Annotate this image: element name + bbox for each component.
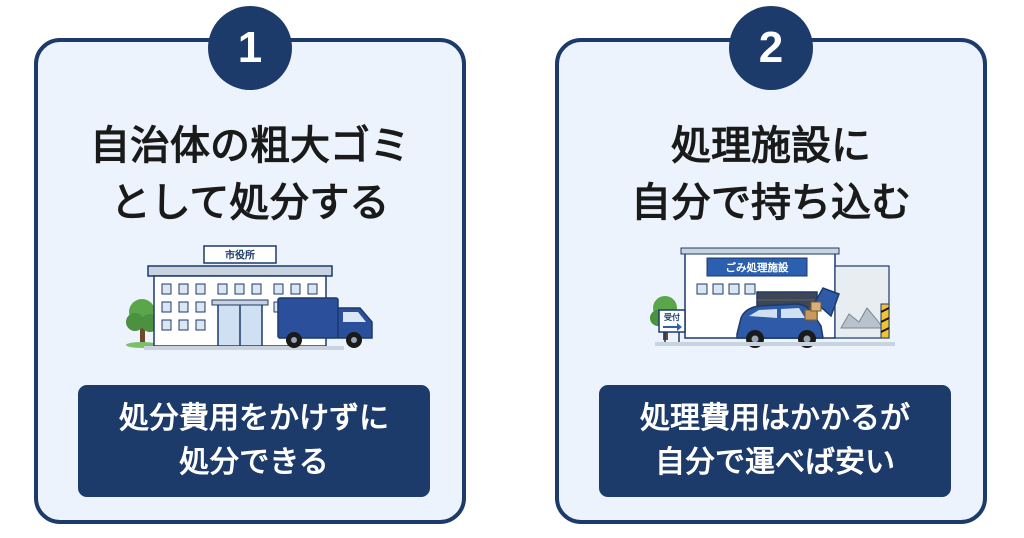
card-title: 処理施設に 自分で持ち込む bbox=[559, 118, 983, 232]
reception-sign-icon: 受付 bbox=[658, 309, 686, 342]
city-hall-truck-illustration: 市役所 bbox=[126, 245, 373, 350]
caption-box: 処分費用をかけずに 処分できる bbox=[78, 385, 430, 497]
reception-label: 受付 bbox=[664, 312, 680, 322]
city-hall-building-icon: 市役所 bbox=[144, 245, 344, 350]
caption-box: 処理費用はかかるが 自分で運べば安い bbox=[599, 385, 951, 497]
caption-line-1: 処理費用はかかるが bbox=[640, 401, 910, 436]
city-hall-sign: 市役所 bbox=[225, 249, 255, 262]
card-title-line-2: 自分で持ち込む bbox=[631, 180, 911, 226]
caption-line-1: 処分費用をかけずに bbox=[119, 401, 389, 436]
option-card-2: 2 処理施設に 自分で持ち込む ごみ処理施設 bbox=[555, 6, 987, 524]
option-card-1: 1 自治体の粗大ゴミ として処分する 市役所 bbox=[34, 6, 466, 524]
waste-facility-car-illustration: ごみ処理施設 受付 bbox=[650, 247, 895, 348]
card-title-line-1: 処理施設に bbox=[671, 123, 871, 169]
car-icon bbox=[736, 287, 840, 348]
caption-line-2: 処分できる bbox=[179, 445, 329, 480]
card-title: 自治体の粗大ゴミ として処分する bbox=[38, 118, 462, 232]
number-badge: 1 bbox=[208, 6, 292, 90]
truck-icon bbox=[277, 297, 373, 348]
card-title-line-1: 自治体の粗大ゴミ bbox=[90, 123, 410, 169]
card-title-line-2: として処分する bbox=[110, 180, 390, 226]
number-badge: 2 bbox=[729, 6, 813, 90]
caption-line-2: 自分で運べば安い bbox=[655, 445, 895, 480]
facility-sign: ごみ処理施設 bbox=[726, 261, 789, 274]
